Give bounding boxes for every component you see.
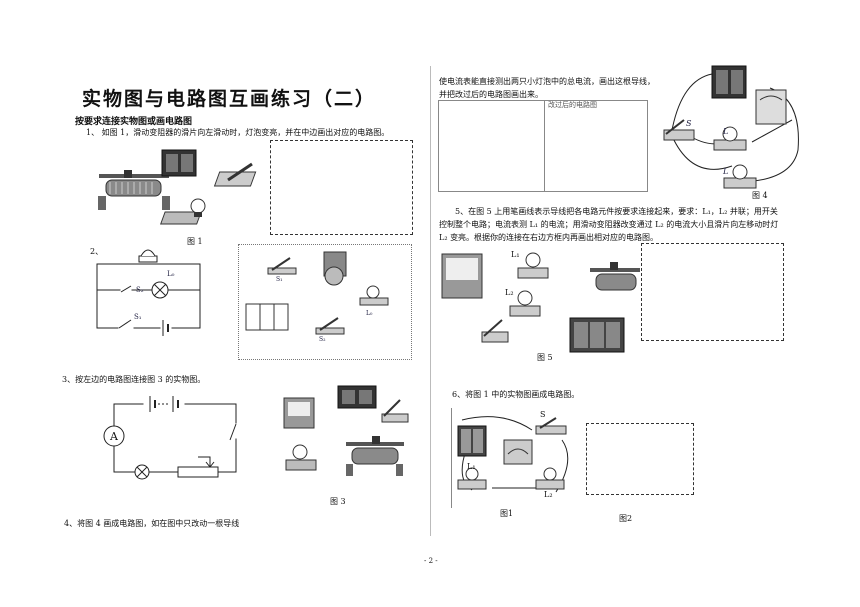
rheostat-icon — [346, 436, 404, 476]
page-title: 实物图与电路图互画练习（二） — [82, 88, 377, 110]
ammeter-icon — [503, 439, 533, 465]
question-1: 1、 如图 1，滑动变阻器的滑片向左滑动时，灯泡变亮，并在中边画出对应的电路图。 — [86, 128, 390, 137]
switch-icon — [213, 162, 257, 187]
label-L1-fig6: L₁ — [467, 462, 476, 471]
label-S1-comp: S₁ — [276, 276, 283, 283]
bulb-icon — [359, 285, 389, 306]
q4-box-label: 改过后的电路图 — [548, 101, 597, 109]
label-S2-comp: S₂ — [319, 336, 326, 343]
figure-4-drawing — [663, 65, 799, 189]
q6-figure-left-border — [451, 408, 452, 508]
q6-figure-2-caption: 图2 — [619, 514, 633, 523]
switch-icon — [535, 417, 567, 435]
question-3: 3、按左边的电路图连接图 3 的实物图。 — [62, 375, 206, 384]
bell-icon — [323, 251, 347, 286]
q2-components-drawing — [245, 251, 389, 335]
q6-answer-box — [586, 423, 694, 495]
ammeter-icon — [283, 397, 315, 429]
question-4-cont-2: 并把改过后的电路图画出来。 — [439, 90, 543, 99]
ammeter-symbol-label: A — [110, 430, 118, 443]
label-S1: S₁ — [134, 313, 142, 321]
q6-figure-1-caption: 图1 — [500, 509, 514, 518]
q2-circuit-diagram — [96, 249, 201, 336]
ammeter-icon — [441, 253, 483, 299]
label-L-upper: L — [723, 127, 729, 136]
switch-s1-icon — [267, 257, 297, 275]
q2-components-box — [238, 244, 412, 360]
figure-5-caption: 图 5 — [537, 353, 553, 362]
rheostat-icon — [98, 170, 170, 210]
figure-3-caption: 图 3 — [330, 497, 346, 506]
q3-circuit-diagram — [103, 396, 241, 480]
bulb-l2-icon — [535, 467, 565, 490]
battery-icon — [457, 425, 487, 457]
label-L2-fig6: L₂ — [544, 490, 553, 499]
bulb-l1-icon — [517, 252, 549, 279]
q1-answer-box — [270, 140, 413, 235]
figure-1-caption: 图 1 — [187, 237, 203, 246]
rheostat-icon — [590, 262, 640, 291]
figure-4-caption: 图 4 — [752, 191, 768, 200]
question-6: 6、将图 1 中的实物图画成电路图。 — [452, 390, 580, 399]
switch-icon — [381, 399, 409, 423]
bulb-l1-icon — [457, 467, 487, 490]
question-5-line-2: 控制整个电路；电流表测 L₁ 的电流；用滑动变阻器改变通过 L₂ 的电流大小且滑… — [439, 220, 779, 229]
battery-icon — [337, 385, 377, 409]
question-5-line-3: L₂ 变亮。根据你的连接在右边方框内再画出相对应的电路图。 — [439, 233, 659, 242]
ammeter-icon — [755, 89, 787, 125]
question-5-line-1: 5、在图 5 上用笔画线表示导线把各电路元件按要求连接起来，要求：L₁，L₂ 并… — [455, 207, 778, 216]
q6-figure-1-drawing — [457, 416, 569, 493]
battery-icon — [711, 65, 747, 99]
label-S-fig4: S — [686, 119, 692, 128]
q4-box-divider — [544, 100, 545, 192]
switch-icon — [663, 119, 695, 141]
label-Lo: L₀ — [167, 270, 175, 278]
q4-answer-box — [438, 100, 648, 192]
label-L2-fig5: L₂ — [505, 288, 514, 297]
label-Lo-comp: L₀ — [366, 310, 373, 317]
label-L-lower: L — [723, 167, 729, 176]
battery-icon — [161, 149, 197, 177]
switch-s2-icon — [315, 317, 345, 335]
q5-answer-box — [641, 243, 784, 341]
bulb-l-upper-icon — [713, 126, 747, 151]
label-L1-fig5: L₁ — [511, 250, 520, 259]
battery-icon — [569, 317, 625, 353]
question-4: 4、将图 4 画成电路图，如在图中只改动一根导线 — [64, 519, 240, 528]
bulb-l2-icon — [509, 290, 541, 317]
switch-icon — [481, 319, 509, 343]
figure-3-drawing — [283, 385, 409, 476]
figure-5-drawing — [441, 252, 640, 353]
bulb-icon — [285, 444, 317, 471]
bulb-icon — [160, 198, 206, 225]
page-number: - 2 - — [424, 557, 438, 565]
battery-box-icon — [245, 303, 289, 331]
section-heading: 按要求连接实物图或画电路图 — [75, 117, 193, 127]
bulb-l-lower-icon — [723, 164, 757, 189]
question-2-label: 2、 — [90, 247, 104, 256]
figure-1-drawing — [98, 149, 257, 225]
column-divider — [430, 66, 431, 536]
label-S2: S₂ — [136, 286, 144, 294]
question-4-cont-1: 使电流表能直接测出两只小灯泡中的总电流，画出这根导线， — [439, 77, 655, 86]
label-S-fig6: S — [540, 410, 546, 419]
